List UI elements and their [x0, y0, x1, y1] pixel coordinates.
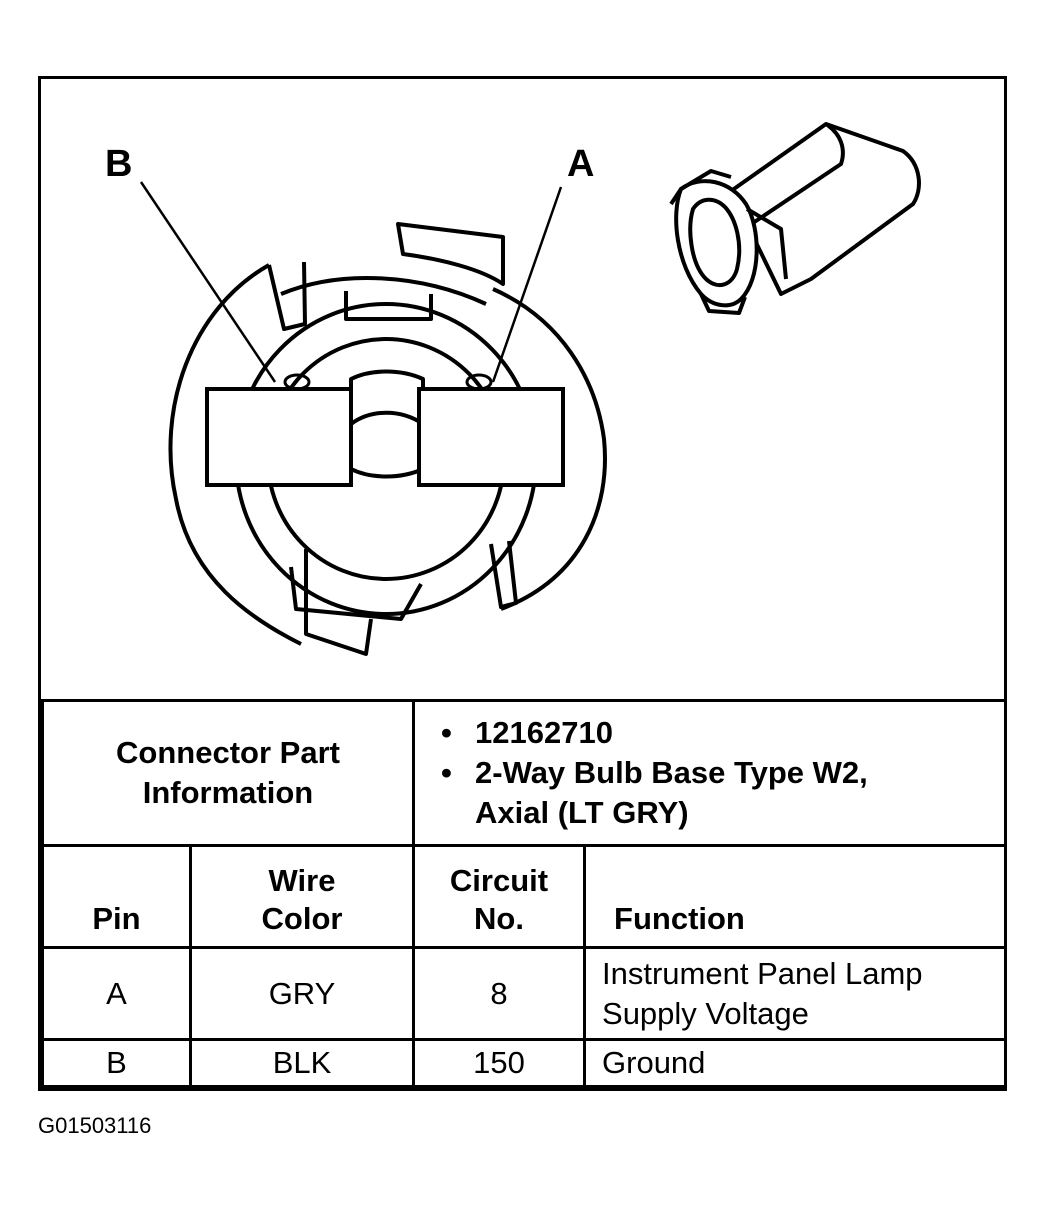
header-function: Function [583, 844, 1008, 949]
cell-pin: A [41, 946, 192, 1041]
center-post-contour [349, 410, 425, 426]
terminal-a [417, 387, 565, 487]
cell-function: Ground [583, 1038, 1008, 1088]
connector-face-view: B A [105, 122, 921, 656]
cell-function-line2: Supply Voltage [602, 995, 809, 1031]
header-wire-color: Wire Color [188, 844, 416, 949]
header-pin-text: Pin [92, 901, 141, 936]
lower-key [289, 566, 423, 621]
housing-left-arc [168, 263, 302, 646]
header-circuit-no: Circuit No. [412, 844, 587, 949]
left-bracket [267, 261, 307, 331]
connector-latch-top [669, 169, 732, 206]
cell-function-line1: Instrument Panel Lamp [602, 955, 923, 991]
connector-part-label-line1: Connector Part [116, 735, 340, 770]
connector-side-rib [745, 207, 788, 280]
bullet-mark: • [441, 715, 452, 750]
pin-label-b: B [105, 143, 132, 185]
bullet-mark: • [441, 755, 452, 790]
table-row: A GRY 8 Instrument Panel Lamp Supply Vol… [41, 946, 1008, 1041]
terminal-b [205, 387, 353, 487]
connector-part-label-line2: Information [142, 775, 314, 810]
header-circuit-line1: Circuit [449, 863, 549, 898]
connector-isometric-view [669, 122, 921, 315]
connector-opening [688, 197, 742, 288]
part-description-line2: Axial (LT GRY) [475, 795, 689, 830]
bottom-tab [304, 549, 373, 656]
pin-label-a: A [567, 143, 594, 185]
cell-circuit-no: 150 [412, 1038, 587, 1088]
leader-line-a [491, 186, 563, 383]
header-circuit-line2: No. [474, 901, 524, 936]
upper-guide [280, 276, 487, 306]
connector-latch-bottom [699, 293, 747, 315]
connector-body [729, 122, 921, 296]
part-item-number: • 12162710 [441, 713, 1004, 753]
connector-info-table: Connector Part Information • 12162710 • … [40, 699, 1008, 1088]
top-tab [396, 222, 505, 286]
cell-pin: B [41, 1038, 192, 1088]
header-wire-color-line2: Color [261, 901, 343, 936]
contact-eyelet-a [465, 373, 493, 391]
contact-eyelet-b [283, 373, 311, 391]
right-lower-bracket [489, 540, 518, 609]
cell-wire-color: GRY [188, 946, 416, 1041]
part-item-description: • 2-Way Bulb Base Type W2, Axial (LT GRY… [441, 753, 1004, 833]
figure-id: G01503116 [38, 1113, 152, 1138]
housing-right-arc [492, 287, 607, 611]
connector-part-list: • 12162710 • 2-Way Bulb Base Type W2, Ax… [412, 699, 1008, 847]
table-row: B BLK 150 Ground [41, 1038, 1008, 1088]
center-post [349, 369, 425, 479]
connector-top-edge [739, 122, 845, 233]
header-wire-color-line1: Wire [268, 863, 336, 898]
cell-function-line1: Ground [602, 1045, 706, 1080]
upper-key [344, 291, 433, 321]
cell-function: Instrument Panel Lamp Supply Voltage [583, 946, 1008, 1041]
connector-part-label: Connector Part Information [40, 699, 416, 847]
figure-frame: B A Connector Part Information [38, 76, 1008, 1091]
header-pin: Pin [41, 844, 192, 949]
part-description-line1: 2-Way Bulb Base Type W2, [475, 755, 868, 790]
connector-diagram: B A [41, 79, 1004, 699]
part-number: 12162710 [475, 715, 613, 750]
header-function-text: Function [614, 901, 745, 936]
leader-line-b [139, 181, 277, 383]
cell-circuit-no: 8 [412, 946, 587, 1041]
cell-wire-color: BLK [188, 1038, 416, 1088]
